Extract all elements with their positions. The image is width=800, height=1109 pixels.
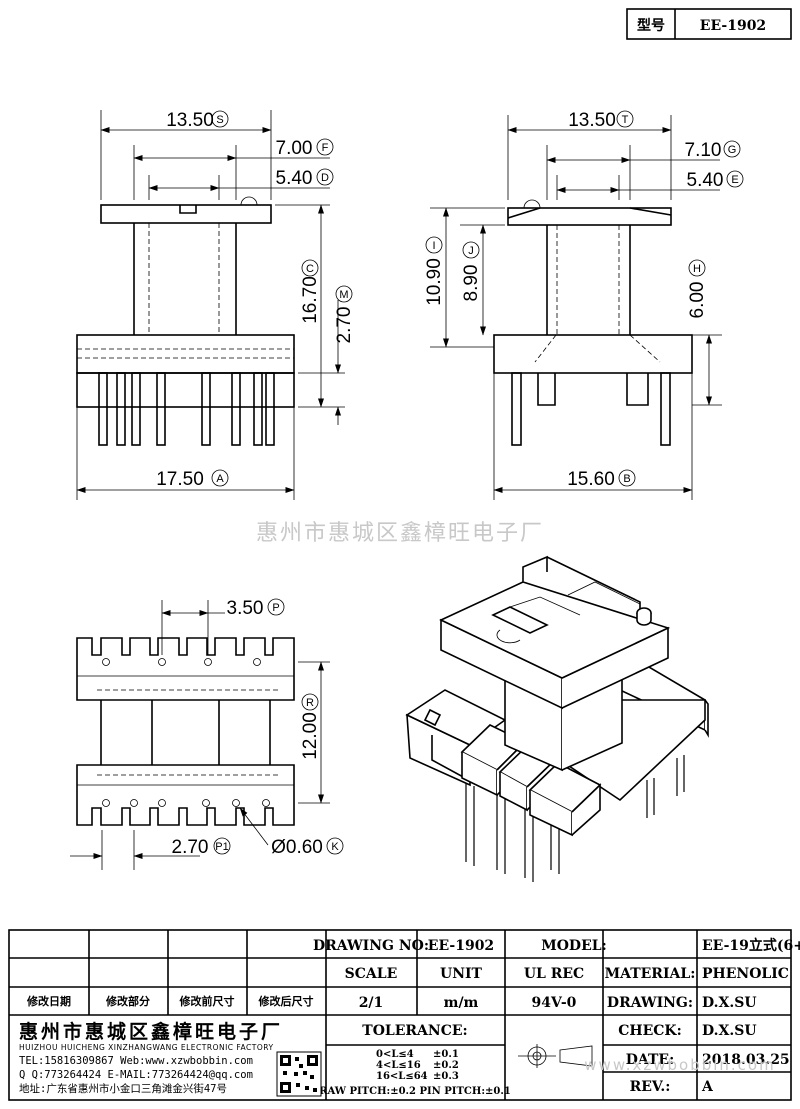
date-value: 2018.03.25	[702, 1052, 790, 1068]
dim-a: 17.50	[156, 469, 204, 490]
dim-p: 3.50	[227, 598, 264, 619]
mark-p: P	[272, 602, 279, 614]
mark-c: C	[306, 263, 314, 275]
date-label: DATE:	[626, 1052, 675, 1068]
mark-d: D	[321, 172, 329, 184]
mark-k: K	[331, 841, 339, 853]
dim-h: 6.00	[687, 282, 708, 319]
unit-label: UNIT	[440, 966, 483, 982]
bottom-view	[70, 600, 330, 870]
model-value: EE-19立式(6+4PIN)	[702, 937, 800, 954]
front-pins	[98, 372, 275, 446]
dim-d: 5.40	[276, 168, 313, 189]
material-label: MATERIAL:	[605, 966, 696, 982]
mark-p1: P1	[215, 841, 228, 853]
mark-m: M	[339, 289, 348, 301]
rev-value: A	[701, 1079, 714, 1095]
title-block: 修改日期 修改部分 修改前尺寸 修改后尺寸 DRAWING NO: EE-190…	[8, 929, 800, 1101]
company-name-en: HUIZHOU HUICHENG XINZHANGWANG ELECTRONIC…	[19, 1043, 274, 1052]
company-address: 地址:广东省惠州市小金口三角滩金兴街47号	[19, 1082, 227, 1095]
side-pins	[511, 372, 671, 446]
dim-e: 5.40	[687, 170, 724, 191]
dim-r: 12.00	[300, 712, 321, 760]
dim-f: 7.00	[276, 138, 313, 159]
drawing-no-label: DRAWING NO:	[313, 938, 429, 954]
bottom-pin-holes	[102, 658, 270, 807]
pitch-note: RAW PITCH:±0.2 PIN PITCH:±0.1	[319, 1086, 511, 1097]
tol-range-1: 0<L≤4	[376, 1049, 414, 1060]
dim-s: 13.50	[166, 110, 214, 131]
drawing-label: DRAWING:	[607, 995, 693, 1011]
tol-value-1: ±0.1	[433, 1049, 459, 1060]
tol-value-2: ±0.2	[433, 1060, 459, 1071]
drawing-value: D.X.SU	[702, 995, 757, 1011]
material-value: PHENOLIC	[702, 966, 789, 982]
projection-symbol-icon	[518, 1044, 593, 1068]
tol-range-3: 16<L≤64	[376, 1071, 428, 1082]
scale-value: 2/1	[359, 995, 384, 1011]
model-label: MODEL:	[541, 938, 607, 954]
rev-label: REV.:	[630, 1079, 671, 1095]
mark-j: J	[468, 245, 474, 257]
tol-range-2: 4<L≤16	[376, 1060, 421, 1071]
check-value: D.X.SU	[702, 1023, 757, 1039]
mark-r: R	[306, 697, 314, 709]
check-label: CHECK:	[618, 1023, 682, 1039]
mark-b: B	[623, 473, 630, 485]
isometric-view	[405, 555, 709, 882]
unit-value: m/m	[444, 995, 479, 1011]
dim-i: 10.90	[424, 258, 445, 306]
rev-header-date: 修改日期	[26, 994, 71, 1008]
watermark: 惠州市惠城区鑫樟旺电子厂	[256, 521, 544, 546]
company-tel: TEL:15816309867 Web:www.xzwbobbin.com	[19, 1055, 253, 1067]
mark-s: S	[216, 114, 223, 126]
mark-h: H	[693, 263, 701, 275]
scale-label: SCALE	[345, 966, 398, 982]
company-name-cn: 惠州市惠城区鑫樟旺电子厂	[19, 1020, 283, 1043]
mark-f: F	[322, 142, 329, 154]
side-view	[430, 115, 722, 500]
mark-i: I	[432, 240, 435, 252]
mark-e: E	[731, 174, 738, 186]
rev-header-after: 修改后尺寸	[258, 994, 314, 1008]
tolerance-label: TOLERANCE:	[362, 1023, 467, 1039]
dim-k: Ø0.60	[271, 837, 323, 858]
mark-t: T	[622, 114, 629, 126]
model-header: 型号 EE-1902	[626, 8, 792, 40]
dim-m: 2.70	[334, 307, 355, 344]
type-label: 型号	[637, 17, 665, 34]
ul-value: 94V-0	[532, 995, 577, 1011]
web-watermark: www.xzwbobbin.com	[584, 1056, 775, 1074]
dim-p1: 2.70	[172, 837, 209, 858]
rev-header-before: 修改前尺寸	[179, 994, 235, 1008]
dim-j: 8.90	[461, 265, 482, 302]
dim-b: 15.60	[567, 469, 615, 490]
drawing-no: EE-1902	[428, 938, 494, 954]
dim-c: 16.70	[300, 276, 321, 324]
header-model: EE-1902	[700, 18, 766, 34]
dim-t: 13.50	[568, 110, 616, 131]
dim-g: 7.10	[685, 140, 722, 161]
rev-header-part: 修改部分	[105, 994, 150, 1008]
dimension-labels: 13.50 S 7.00 F 5.40 D 16.70 C 2.70 M 17.…	[156, 110, 744, 858]
company-qq: Q Q:773264424 E-MAIL:773264424@qq.com	[19, 1069, 253, 1081]
mark-g: G	[728, 144, 737, 156]
front-view	[76, 110, 345, 500]
ul-label: UL REC	[524, 966, 584, 982]
mark-a: A	[216, 473, 224, 485]
qr-code-icon	[276, 1051, 322, 1097]
tol-value-3: ±0.3	[433, 1071, 459, 1082]
